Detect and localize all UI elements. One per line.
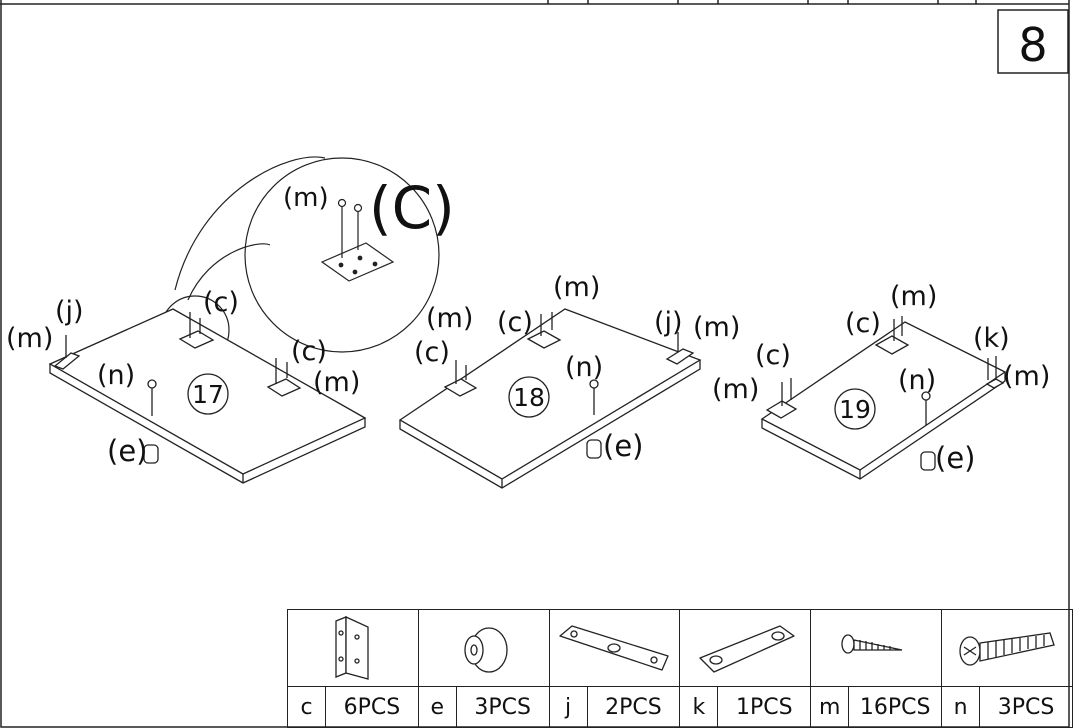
part-qty: 2PCS: [586, 686, 681, 728]
corner-bracket-icon: [335, 615, 369, 680]
zoom-m-label: (m): [283, 183, 329, 213]
label-c: (c): [414, 337, 450, 368]
step-number: 8: [1018, 18, 1047, 72]
part-cell: [810, 609, 943, 687]
panel-19: [760, 316, 1007, 480]
label-c: (c): [203, 287, 239, 318]
label-c: (c): [291, 336, 327, 367]
zoom-label: (C): [369, 174, 455, 242]
part-qty: 1PCS: [717, 686, 812, 728]
part-letter: e: [417, 686, 457, 728]
part-letter: m: [810, 686, 850, 728]
label-c: (c): [497, 307, 533, 338]
label-c: (c): [845, 308, 881, 339]
part-qty: 3PCS: [455, 686, 550, 728]
label-e: (e): [107, 434, 147, 468]
part-letter: n: [941, 686, 981, 728]
part-cell: [417, 609, 550, 687]
short-plate-icon: [699, 625, 795, 673]
label-m: (m): [1003, 361, 1050, 392]
part-cell: [287, 609, 419, 687]
part-qty: 3PCS: [979, 686, 1073, 728]
label-m: (m): [426, 303, 473, 334]
label-m: (m): [712, 374, 759, 405]
label-k: (k): [973, 323, 1010, 354]
machine-bolt-icon: [959, 632, 1055, 666]
panel-number-circle: [508, 376, 550, 418]
step-number-box: [997, 9, 1069, 74]
glide-foot-icon: [463, 627, 508, 673]
parts-icon-row: [287, 609, 1073, 687]
panel-number: 18: [513, 383, 545, 412]
part-letter: k: [679, 686, 719, 728]
panel-number: 19: [839, 395, 871, 424]
label-m: (m): [693, 312, 740, 343]
panel-number: 17: [192, 380, 224, 409]
part-letter: j: [548, 686, 588, 728]
label-m: (m): [313, 367, 360, 398]
part-qty: 16PCS: [848, 686, 943, 728]
parts-table: c 6PCS e 3PCS j 2PCS k 1PCS m 16PCS n 3P…: [287, 609, 1073, 728]
label-c: (c): [755, 340, 791, 371]
wood-screw-icon: [841, 634, 903, 654]
part-cell: [679, 609, 812, 687]
panel-18-labels: (m) (c) (m) (j) (m) (c) (n) (e) 18: [414, 272, 740, 463]
label-m: (m): [890, 281, 937, 312]
label-e: (e): [935, 441, 975, 475]
part-letter: c: [287, 686, 326, 728]
label-m: (m): [553, 272, 600, 303]
panel-number-circle: [834, 388, 876, 430]
parts-qty-row: c 6PCS e 3PCS j 2PCS k 1PCS m 16PCS n 3P…: [287, 686, 1073, 728]
top-table-remnant: [0, 0, 1069, 5]
straight-plate-icon: [559, 625, 670, 671]
part-cell: [941, 609, 1073, 687]
label-n: (n): [898, 365, 936, 396]
panel-number-circle: [187, 373, 229, 415]
panel-17-labels: (j) (m) (c) (c) (m) (n) (e) 17: [6, 287, 360, 468]
label-n: (n): [97, 360, 135, 391]
label-n: (n): [565, 352, 603, 383]
label-e: (e): [603, 429, 643, 463]
part-cell: [548, 609, 681, 687]
label-j: (j): [654, 307, 683, 338]
panel-18: [398, 308, 702, 489]
panel-19-labels: (c) (m) (k) (m) (c) (m) (n) (e) 19: [712, 281, 1050, 475]
label-j: (j): [55, 296, 84, 327]
label-m: (m): [6, 323, 53, 354]
part-qty: 6PCS: [325, 686, 419, 728]
